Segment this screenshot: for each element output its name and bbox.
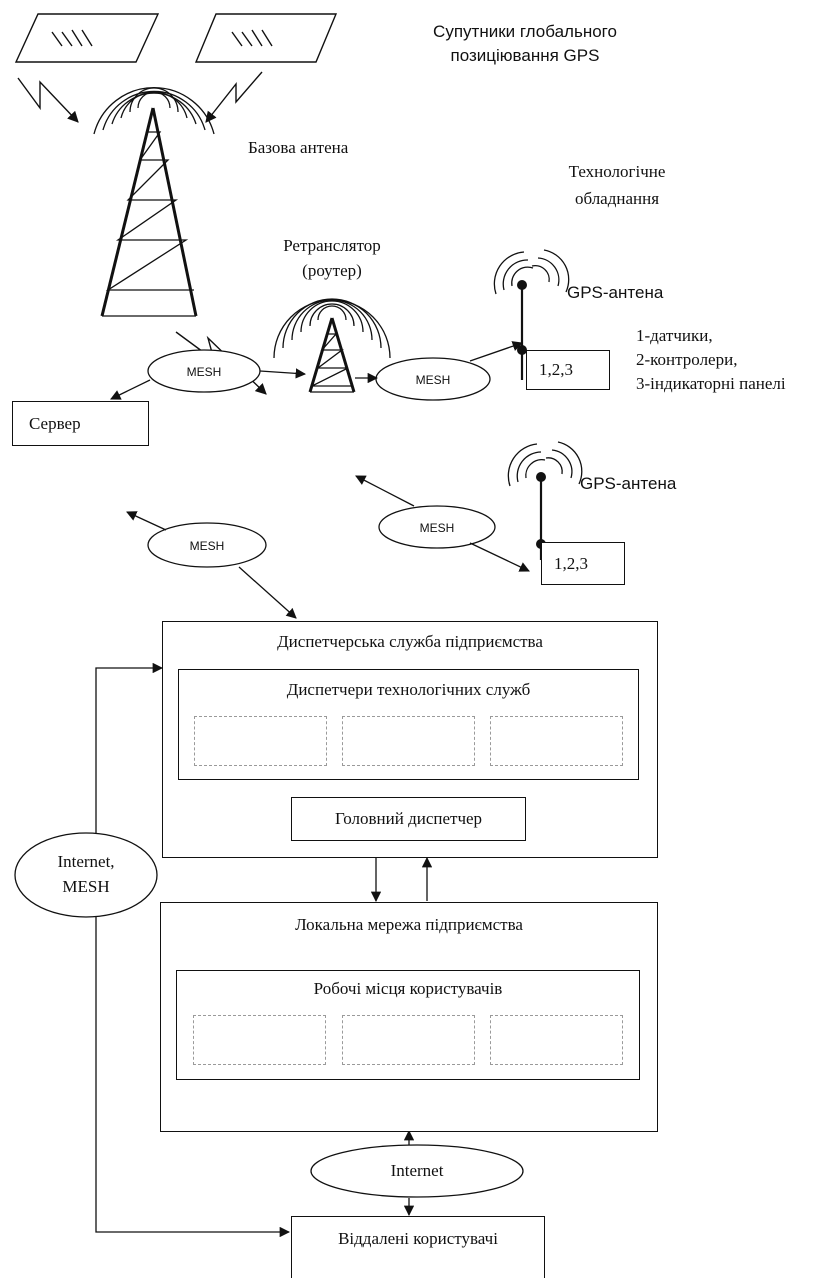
mesh-label-4: MESH [189, 539, 225, 553]
base-antenna-tower-icon [100, 107, 198, 317]
mesh-label-2: MESH [415, 373, 451, 387]
gps-antenna-2-top-node [536, 472, 546, 482]
tech-equipment-label-line2: обладнання [574, 189, 660, 208]
gps-antenna-label-2: GPS-антена [580, 474, 677, 493]
server-label: Сервер [29, 413, 81, 433]
satellite-signal-arrow-1 [17, 77, 79, 123]
remote-users-box: Віддалені користувачі [291, 1216, 545, 1278]
base-antenna-waves-icon [93, 87, 215, 135]
internet-mesh-ellipse [14, 832, 158, 918]
relay-lattice [310, 333, 354, 393]
chief-dispatcher-label: Головний диспетчер [334, 809, 483, 828]
gps-antenna-1-top-node [517, 280, 527, 290]
tech-dispatchers-title: Диспетчери технологічних служб [286, 680, 531, 699]
mesh-label-3: MESH [419, 521, 455, 535]
internet-label: Internet [390, 1161, 444, 1180]
relay-label-line2: (роутер) [302, 261, 362, 280]
workstation-slot [490, 1015, 623, 1065]
device-box-2: 1,2,3 [541, 542, 625, 585]
device-box-2-label: 1,2,3 [554, 553, 588, 573]
tech-equipment-label-line1: Технологічне [568, 162, 666, 181]
mesh-label-1: MESH [186, 365, 222, 379]
base-antenna-lattice [102, 131, 196, 317]
mesh-link-arrows [110, 341, 530, 619]
tech-dispatchers-box: Диспетчери технологічних служб [178, 669, 639, 780]
internet-mesh-loop [95, 662, 291, 1238]
local-network-title: Локальна мережа підприємства [295, 915, 523, 934]
internet-mesh-label-line2: MESH [62, 877, 110, 896]
remote-users-label: Віддалені користувачі [338, 1229, 498, 1248]
tech-dispatcher-slot [342, 716, 475, 766]
gps-antenna-icon-1 [493, 249, 570, 380]
satellite-icon-1 [14, 13, 160, 63]
device-box-1-label: 1,2,3 [539, 360, 573, 379]
chief-dispatcher-box: Головний диспетчер [291, 797, 526, 841]
workstation-slot [193, 1015, 326, 1065]
internet-ellipse [310, 1144, 524, 1198]
gps-antenna-1-junction [517, 345, 527, 355]
mesh-ellipse-3 [378, 505, 496, 549]
satellite-signal-arrow-2 [205, 71, 263, 123]
workstations-box: Робочі місця користувачів [176, 970, 640, 1080]
device-legend-line1: 1-датчики, [636, 326, 713, 345]
relay-waves-icon [273, 298, 391, 359]
device-legend-line2: 2-контролери, [636, 350, 738, 369]
tech-dispatcher-slot [490, 716, 623, 766]
relay-tower-icon [308, 317, 356, 393]
satellite-icon-2 [194, 13, 338, 63]
relay-label-line1: Ретранслятор [283, 236, 381, 255]
workstations-title: Робочі місця користувачів [313, 979, 503, 998]
base-antenna-label: Базова антена [248, 138, 349, 157]
workstation-slot [342, 1015, 475, 1065]
device-box-1: 1,2,3 [526, 350, 610, 390]
tech-dispatcher-slot [194, 716, 327, 766]
server-box: Сервер [12, 401, 149, 446]
dispatch-service-title: Диспетчерська служба підприємства [277, 632, 543, 651]
satellites-label-line2: позиціювання GPS [450, 46, 600, 65]
gps-antenna-label-1: GPS-антена [567, 283, 664, 302]
satellites-label-line1: Супутники глобального [433, 22, 617, 41]
internet-mesh-label-line1: Internet, [57, 852, 115, 871]
device-legend-line3: 3-індикаторні панелі [636, 374, 786, 393]
mesh-ellipse-4 [147, 522, 267, 568]
